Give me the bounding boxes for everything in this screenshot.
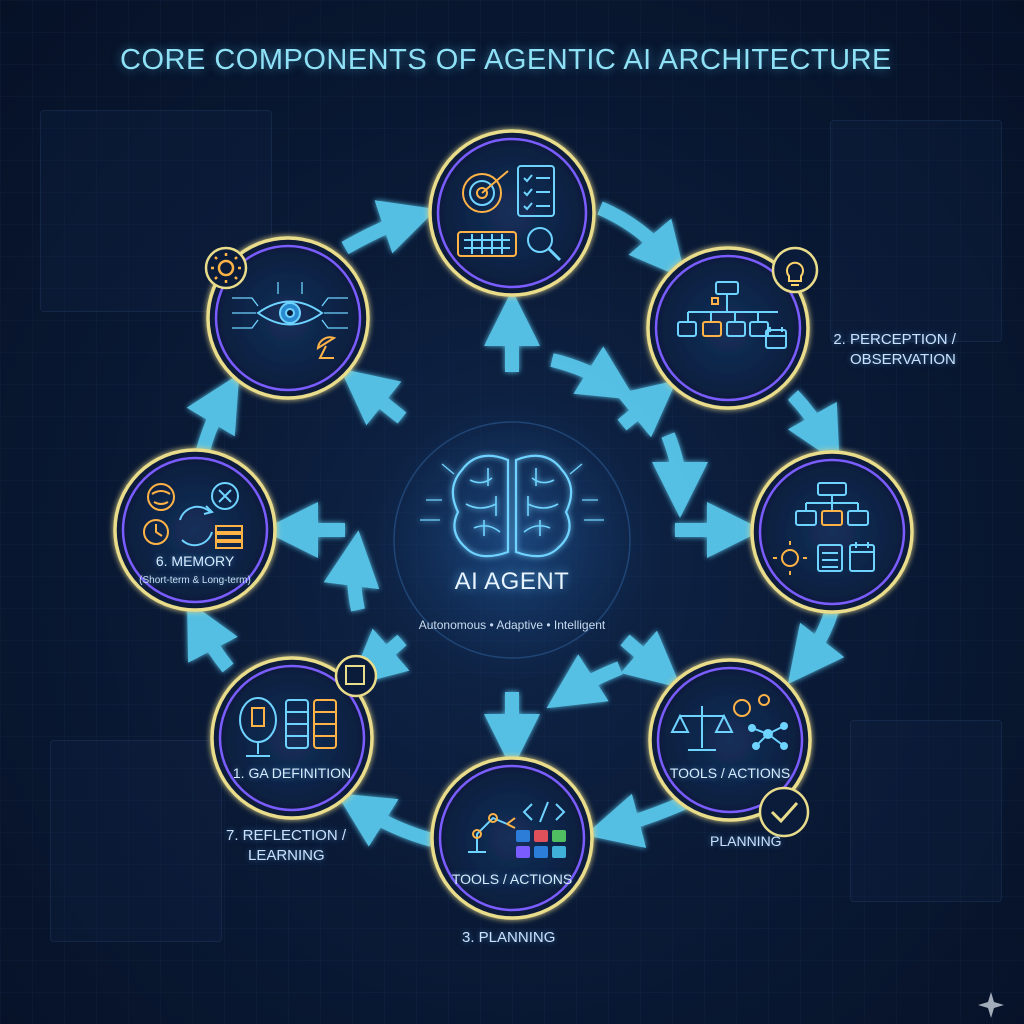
gear-icon: [217, 259, 235, 277]
arrow-top-to-upperright: [597, 201, 687, 280]
node-right[interactable]: [750, 450, 914, 614]
arrow-upperleft-to-top: [341, 200, 437, 255]
center-ring: [393, 421, 631, 659]
node-top[interactable]: [428, 129, 596, 297]
memory-sublabel: (Short-term & Long-term): [139, 575, 251, 586]
square-icon: [345, 665, 365, 685]
planning-right-label: PLANNING: [710, 833, 782, 849]
background-panel: [50, 740, 222, 942]
circuit-lines-icon: [232, 282, 348, 329]
radial-arrows: [262, 290, 763, 770]
lightbulb-badge-icon: [771, 246, 819, 294]
bottom-tools-label: TOOLS / ACTIONS: [451, 871, 573, 887]
right-node-icons: [773, 482, 875, 575]
center-subtitle: Autonomous • Adaptive • Intelligent: [418, 618, 606, 632]
node-circles: [113, 129, 914, 920]
app-grid-icon: [516, 830, 566, 858]
ga-definition-label: 1. GA DEFINITION: [232, 765, 352, 781]
checkmark-badge-icon: [758, 786, 810, 838]
calendar-icon: [849, 542, 875, 572]
checkmark-icon: [770, 802, 799, 824]
center-glow: [342, 370, 682, 710]
clock-icon: [143, 519, 169, 545]
target-icon: [462, 170, 509, 213]
arrow-center-to-right-a: [651, 432, 708, 518]
arrow-center-to-upperright-a: [550, 346, 636, 400]
node-lower-left[interactable]: [210, 656, 374, 820]
left-node-icons: [143, 482, 243, 549]
arrow-center-to-upperleft: [340, 368, 407, 426]
magnifier-icon: [527, 227, 562, 262]
keyboard-icon: [457, 231, 517, 257]
flowchart-icon: [677, 281, 778, 337]
background-panel: [830, 120, 1002, 342]
eye-icon: [256, 300, 324, 326]
arrow-upperright-to-right: [787, 390, 840, 465]
bottom-node-icons: [468, 801, 566, 853]
sparkle-icon: [978, 992, 1004, 1018]
arrow-lowerleft-to-left: [187, 600, 238, 673]
arrow-center-to-upperright-b: [615, 380, 677, 438]
calendar-icon: [765, 327, 787, 349]
node-bottom[interactable]: [430, 756, 594, 920]
upper-right-node-icons: [677, 281, 787, 349]
top-node-icons: [457, 165, 562, 262]
background-panel: [850, 720, 1002, 902]
arrow-bottom-to-lowerleft: [336, 793, 434, 847]
gears-icon: [733, 694, 770, 717]
reflection-label-line1: 7. REFLECTION /: [226, 827, 347, 844]
brain-small-icon: [147, 483, 175, 511]
network-gear-icon: [773, 541, 807, 575]
robot-arm-icon: [468, 813, 516, 853]
planning-bottom-label: 3. PLANNING: [462, 929, 556, 946]
database-icon: [285, 699, 337, 749]
code-brackets-icon: [522, 801, 566, 823]
network-nodes-icon: [748, 722, 788, 750]
badge-glyphs: [211, 253, 241, 283]
checklist-icon: [517, 165, 555, 217]
lower-right-node-icons: [670, 694, 788, 751]
perception-label-line2: OBSERVATION: [850, 351, 956, 368]
arrow-center-to-lowerleft: [348, 628, 410, 687]
lightbulb-icon: [786, 261, 804, 286]
scales-icon: [670, 706, 734, 751]
page-title: CORE COMPONENTS OF AGENTIC AI ARCHITECTU…: [120, 44, 892, 76]
node-left[interactable]: [113, 448, 277, 612]
hierarchy-icon: [795, 482, 869, 526]
perception-label: 2. PERCEPTION / OBSERVATION: [828, 330, 956, 370]
reflection-label: 7. REFLECTION / LEARNING: [226, 826, 346, 866]
mirror-icon: [239, 697, 277, 757]
square-badge-icon: [334, 654, 378, 698]
upper-left-node-icons: [232, 282, 348, 359]
lower-left-node-icons: [239, 697, 337, 757]
reflection-label-line2: LEARNING: [248, 847, 325, 864]
list-box-icon: [817, 544, 843, 572]
brain-icon: [420, 454, 604, 558]
lower-right-tools-label: TOOLS / ACTIONS: [669, 765, 791, 781]
center-title: AI AGENT: [454, 568, 570, 595]
arrow-lowerright-to-bottom: [584, 793, 693, 848]
arrow-lowerright-to-center: [546, 654, 623, 709]
satellite-dish-icon: [316, 336, 337, 359]
book-stack-icon: [215, 525, 243, 549]
perception-label-line1: 2. PERCEPTION /: [833, 331, 956, 348]
memory-label: 6. MEMORY: [155, 553, 235, 569]
arrow-center-to-left-b: [323, 530, 380, 612]
cancel-circle-icon: [211, 482, 239, 510]
arrow-center-to-lowerright: [620, 630, 682, 689]
refresh-cycle-icon: [179, 505, 214, 547]
